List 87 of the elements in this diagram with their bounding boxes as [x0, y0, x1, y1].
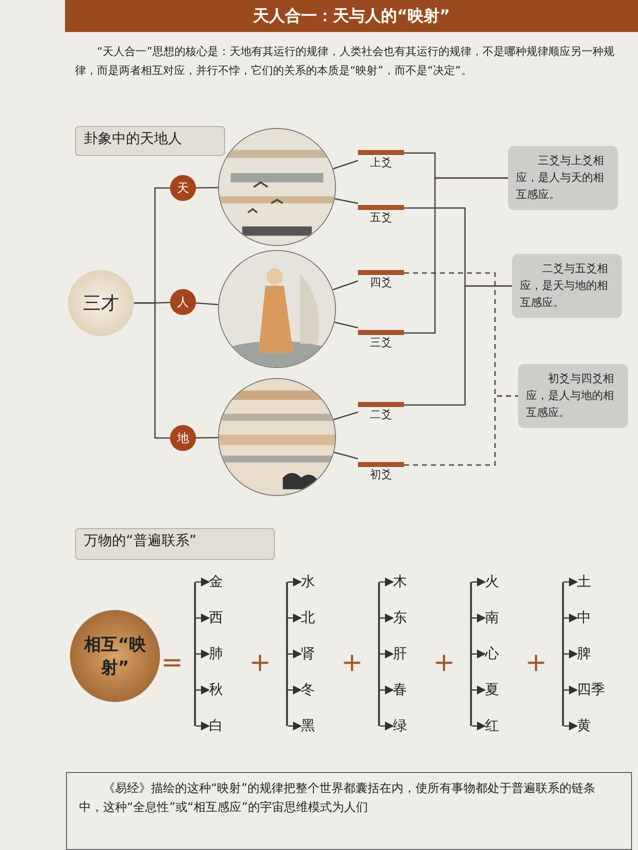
operator-sign: + — [524, 648, 548, 678]
connector-line — [334, 322, 358, 328]
arrow — [564, 685, 578, 695]
concept-circle: 三才 — [68, 270, 134, 336]
note-box: 二爻与五爻相应，是天与地的相互感应。 — [512, 254, 622, 318]
item-label: 木 — [393, 572, 433, 592]
item-label: 黑 — [301, 716, 341, 736]
arrow — [288, 721, 302, 731]
arrow — [380, 613, 394, 623]
connector-line — [196, 186, 218, 189]
connector-line — [196, 436, 218, 439]
connector-line — [334, 198, 358, 204]
item-label: 东 — [393, 608, 433, 628]
arrow — [564, 721, 578, 731]
note-box: 三爻与上爻相应，是人与天的相互感应。 — [508, 146, 618, 210]
arrow — [472, 577, 486, 587]
concept-circle: 相互“映射” — [70, 610, 160, 702]
item-label: 绿 — [393, 716, 433, 736]
section-heading: 万物的“普遍联系” — [75, 528, 275, 560]
item-label: 心 — [485, 644, 525, 664]
arrow — [196, 685, 210, 695]
arrow — [472, 649, 486, 659]
line-label: 二爻 — [370, 408, 392, 421]
item-label: 土 — [577, 572, 617, 592]
note-box: 初爻与四爻相应，是人与地的相互感应。 — [518, 364, 628, 428]
text-box: 《易经》描绘的这种“映射”的规律把整个世界都囊括在内，使所有事物都处于普遍联系的链条中，这种“全息性”或“相互感应”的宇宙思维模式为人们 — [66, 772, 632, 850]
arrow — [564, 613, 578, 623]
connector-line — [196, 302, 218, 306]
operator-sign: + — [340, 648, 364, 678]
arrow — [380, 721, 394, 731]
arrow — [380, 649, 394, 659]
item-label: 夏 — [485, 680, 525, 700]
arrow — [196, 649, 210, 659]
item-label: 冬 — [301, 680, 341, 700]
arrow — [288, 613, 302, 623]
arrow — [472, 685, 486, 695]
connector-line — [332, 280, 358, 290]
category-badge: 天 — [170, 175, 196, 201]
line-label: 三爻 — [370, 336, 392, 349]
arrow — [380, 577, 394, 587]
line-label: 四爻 — [370, 276, 392, 289]
item-label: 黄 — [577, 716, 617, 736]
item-label: 红 — [485, 716, 525, 736]
item-label: 西 — [209, 608, 249, 628]
arrow — [380, 685, 394, 695]
operator-sign: = — [160, 648, 184, 678]
operator-sign: + — [432, 648, 456, 678]
operator-sign: + — [248, 648, 272, 678]
arrow — [472, 613, 486, 623]
item-label: 肝 — [393, 644, 433, 664]
item-label: 肺 — [209, 644, 249, 664]
item-label: 中 — [577, 608, 617, 628]
arrow — [288, 649, 302, 659]
connector-line — [404, 177, 508, 334]
category-badge: 地 — [170, 425, 196, 451]
arrow — [196, 577, 210, 587]
item-label: 肾 — [301, 644, 341, 664]
line-label: 上爻 — [370, 156, 392, 169]
item-label: 秋 — [209, 680, 249, 700]
dashed-connector — [404, 395, 518, 466]
arrow — [564, 577, 578, 587]
line-label: 五爻 — [370, 211, 392, 224]
arrow — [288, 577, 302, 587]
item-label: 火 — [485, 572, 525, 592]
item-label: 南 — [485, 608, 525, 628]
arrow — [196, 721, 210, 731]
item-label: 金 — [209, 572, 249, 592]
item-label: 北 — [301, 608, 341, 628]
item-label: 脾 — [577, 644, 617, 664]
arrow — [564, 649, 578, 659]
item-label: 四季 — [577, 680, 617, 700]
arrow — [288, 685, 302, 695]
section-heading: 卦象中的天地人 — [75, 126, 225, 156]
connector-line — [404, 285, 512, 406]
item-label: 水 — [301, 572, 341, 592]
arrow — [196, 613, 210, 623]
connector-line — [333, 411, 358, 420]
connector-line — [334, 452, 358, 460]
connector-line — [332, 160, 358, 170]
intro-paragraph: “天人合一”思想的核心是：天地有其运行的规律，人类社会也有其运行的规律，不是哪种规律顺应另一种规律，而是两者相互对应，并行不悖，它们的关系的本质是“映射”，而不是“决定”。 — [75, 44, 616, 79]
line-label: 初爻 — [370, 468, 392, 481]
connector-line — [134, 302, 170, 439]
item-label: 白 — [209, 716, 249, 736]
arrow — [472, 721, 486, 731]
item-label: 春 — [393, 680, 433, 700]
title-banner: 天人合一：天与人的“映射” — [65, 0, 638, 32]
category-badge: 人 — [170, 289, 196, 315]
